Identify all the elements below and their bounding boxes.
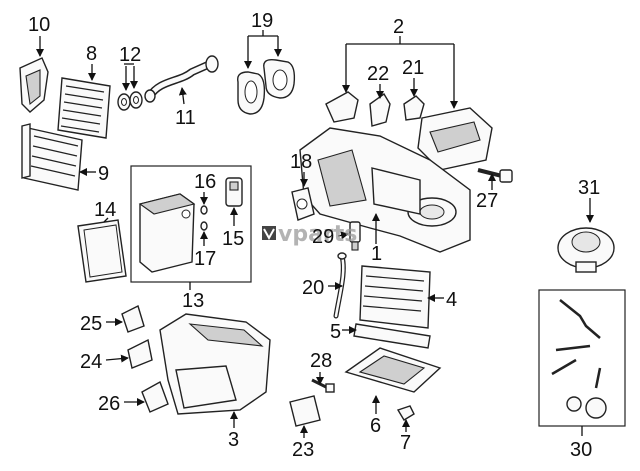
watermark-text: vparts xyxy=(278,222,357,247)
callout-2: 2 xyxy=(393,16,404,38)
callout-9: 9 xyxy=(98,163,109,185)
callout-15: 15 xyxy=(222,228,244,250)
part-14-cabin-filter xyxy=(77,219,127,283)
part-6-tray xyxy=(344,347,442,393)
part-4-filter xyxy=(359,265,431,329)
part-2-housing xyxy=(325,91,493,171)
callout-17: 17 xyxy=(194,248,216,270)
part-23-module xyxy=(289,395,321,427)
callout-13: 13 xyxy=(182,290,204,312)
callout-10: 10 xyxy=(28,14,50,36)
part-27-sensor xyxy=(477,168,513,183)
part-31-blower-motor xyxy=(557,227,615,273)
callout-25: 25 xyxy=(80,313,102,335)
callout-5: 5 xyxy=(330,321,341,343)
part-29-sensor xyxy=(349,221,361,251)
callout-7: 7 xyxy=(400,432,411,454)
callout-23: 23 xyxy=(292,439,314,461)
callout-4: 4 xyxy=(446,289,457,311)
part-26-motor xyxy=(141,380,169,413)
part-5-seal-strip xyxy=(353,323,431,349)
part-8-heater-core xyxy=(57,77,111,139)
part-3-lower-housing xyxy=(159,313,271,415)
callout-19: 19 xyxy=(251,10,273,32)
callout-31: 31 xyxy=(578,177,600,199)
callout-14: 14 xyxy=(94,199,116,221)
callout-1: 1 xyxy=(371,243,382,265)
callout-21: 21 xyxy=(402,57,424,79)
part-9-evaporator xyxy=(21,123,83,191)
part-16-17-orings xyxy=(200,205,208,231)
part-30-kit-box xyxy=(538,289,626,427)
callout-11: 11 xyxy=(175,107,196,129)
callout-3: 3 xyxy=(228,429,239,451)
callout-30: 30 xyxy=(570,439,592,461)
callout-labels: 10 8 12 11 19 9 2 22 21 18 27 14 16 17 1… xyxy=(28,10,600,461)
watermark: vparts xyxy=(262,222,357,247)
part-7-screw xyxy=(396,405,415,421)
part-15-expansion-valve xyxy=(225,177,243,207)
callout-28: 28 xyxy=(310,350,332,372)
v-logo-icon xyxy=(262,226,276,240)
leader-lines xyxy=(36,30,594,438)
part-12-seals xyxy=(117,91,143,111)
callout-29: 29 xyxy=(312,226,334,248)
callout-24: 24 xyxy=(80,351,102,373)
part-18-actuator xyxy=(291,187,315,221)
callout-6: 6 xyxy=(370,415,381,437)
part-19-gaskets xyxy=(237,58,296,115)
callout-22: 22 xyxy=(367,63,389,85)
callout-18: 18 xyxy=(290,151,312,173)
part-28-connector xyxy=(311,378,335,393)
part-1-main-case xyxy=(299,127,471,253)
part-25-motor xyxy=(121,305,145,333)
part-13-kit-box xyxy=(130,165,252,283)
callout-12: 12 xyxy=(119,44,141,66)
callout-20: 20 xyxy=(302,277,324,299)
part-24-motor xyxy=(127,338,153,369)
part-20-hose xyxy=(333,252,347,319)
part-11-pipe xyxy=(144,55,219,103)
part-10-bracket xyxy=(19,57,49,113)
callout-26: 26 xyxy=(98,393,120,415)
callout-27: 27 xyxy=(476,190,498,212)
v-logo-icon-glyph xyxy=(263,228,275,241)
callout-16: 16 xyxy=(194,171,216,193)
callout-8: 8 xyxy=(86,43,97,65)
